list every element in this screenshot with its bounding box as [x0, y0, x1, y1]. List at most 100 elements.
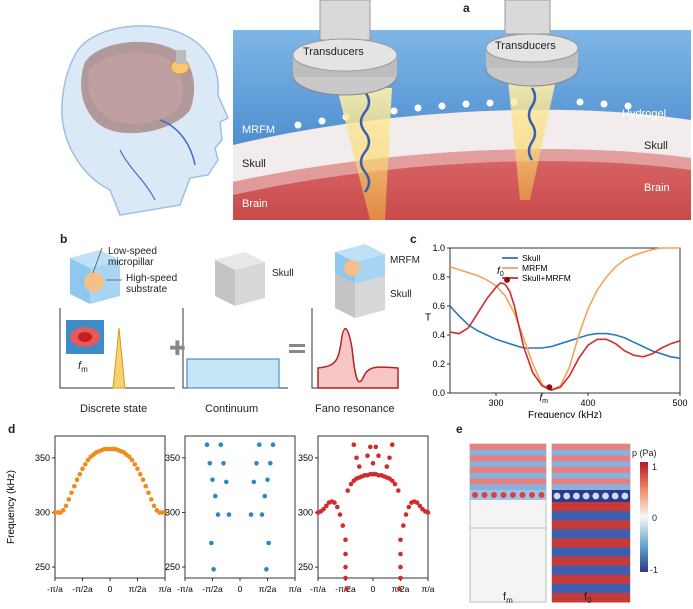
continuum-label: Continuum: [205, 403, 259, 415]
data-point: [132, 462, 138, 467]
map-label-fm: fm: [503, 591, 513, 606]
data-point: [397, 586, 402, 592]
data-point: [61, 508, 66, 513]
data-point: [343, 564, 348, 570]
x-tick-label: π/a: [159, 584, 172, 594]
field-stripe: [552, 574, 630, 585]
data-point: [74, 477, 80, 482]
x-tick-label: -π/a: [177, 584, 193, 594]
data-point: [224, 479, 229, 485]
panel-b-diagram: ✚: [59, 244, 399, 389]
field-stripe: [470, 484, 546, 491]
data-point: [340, 523, 346, 528]
data-point: [335, 504, 340, 510]
panel-label-b: b: [60, 232, 68, 246]
data-point: [257, 442, 262, 447]
field-stripe: [552, 478, 630, 485]
data-point: [270, 442, 276, 447]
data-point: [354, 455, 359, 461]
x-tick-label: π/a: [289, 584, 302, 594]
pillar: [491, 492, 497, 498]
subplot-frame: [54, 435, 166, 579]
pillar: [500, 492, 507, 498]
pillar: [481, 492, 488, 498]
pillar: [621, 492, 629, 500]
data-point: [406, 504, 412, 510]
data-point: [209, 540, 214, 546]
data-point: [376, 453, 381, 458]
legend-entry: MRFM: [522, 263, 548, 273]
data-point: [343, 551, 348, 557]
data-point: [425, 510, 431, 515]
field-stripe: [552, 565, 630, 576]
transducer-right-label: Transducers: [495, 40, 556, 52]
x-tick-label: π/2a: [129, 584, 147, 594]
data-point: [357, 464, 362, 469]
field-stripe: [470, 444, 546, 451]
pillar: [611, 492, 619, 500]
data-point: [83, 462, 88, 467]
x-tick-label: 300: [488, 398, 503, 408]
field-stripe: [552, 449, 630, 456]
pillar: [553, 492, 561, 500]
pillar: [592, 492, 600, 500]
data-point: [149, 497, 154, 502]
data-point: [72, 483, 77, 489]
colorbar-tick-1: 1: [652, 462, 658, 472]
subplot-frame: [184, 435, 296, 579]
data-point: [66, 497, 72, 502]
field-stripe: [470, 455, 546, 462]
x-tick-label: 0: [108, 584, 113, 594]
hydrogel-label: Hydrogel: [622, 108, 667, 120]
field-stripe: [552, 444, 630, 451]
field-stripe: [470, 472, 546, 479]
data-point: [265, 477, 270, 482]
colorbar-tick-0: 0: [652, 513, 658, 523]
field-stripe: [552, 461, 630, 468]
data-point: [151, 503, 157, 509]
transducer-left-label: Transducers: [303, 46, 364, 58]
field-stripe: [552, 547, 630, 558]
panel-label-c: c: [410, 232, 417, 246]
data-point: [414, 500, 420, 505]
y-tick-label: 350: [35, 453, 50, 463]
series-line-skull: [449, 305, 681, 359]
pillar: [510, 492, 516, 498]
data-point: [251, 479, 257, 485]
y-tick-label: 350: [165, 453, 180, 463]
plot-frame: [449, 247, 681, 394]
field-stripe: [552, 538, 630, 548]
annotation-label: fm: [539, 393, 548, 405]
data-point: [368, 444, 373, 450]
subplot-frame: [317, 435, 429, 579]
series-line-skull-mrfm: [449, 281, 681, 391]
field-stripe: [552, 502, 630, 512]
pillar: [472, 492, 478, 498]
data-point: [146, 490, 151, 496]
legend-entry: Skull+MRFM: [522, 273, 571, 283]
pillar: [538, 492, 545, 498]
legend-entry: Skull: [522, 253, 541, 263]
data-point: [204, 442, 210, 447]
data-point: [226, 512, 232, 517]
annotation-marker: [504, 276, 511, 283]
field-stripe: [552, 455, 630, 462]
map-label-f0: f0: [584, 591, 592, 606]
y-tick-label: 250: [298, 562, 313, 572]
field-stripe: [552, 556, 630, 567]
data-point: [332, 500, 337, 505]
data-point: [63, 503, 69, 509]
data-point: [266, 540, 271, 546]
data-point: [390, 442, 395, 447]
data-point: [69, 490, 74, 496]
x-tick-label: -π/2a: [202, 584, 223, 594]
fano-resonance-label: Fano resonance: [315, 403, 395, 415]
series-line-mrfm: [449, 247, 680, 392]
y-tick-label: 0.8: [432, 272, 445, 282]
data-point: [218, 442, 224, 447]
data-point: [398, 564, 403, 570]
data-point: [264, 567, 269, 572]
data-point: [213, 493, 218, 499]
